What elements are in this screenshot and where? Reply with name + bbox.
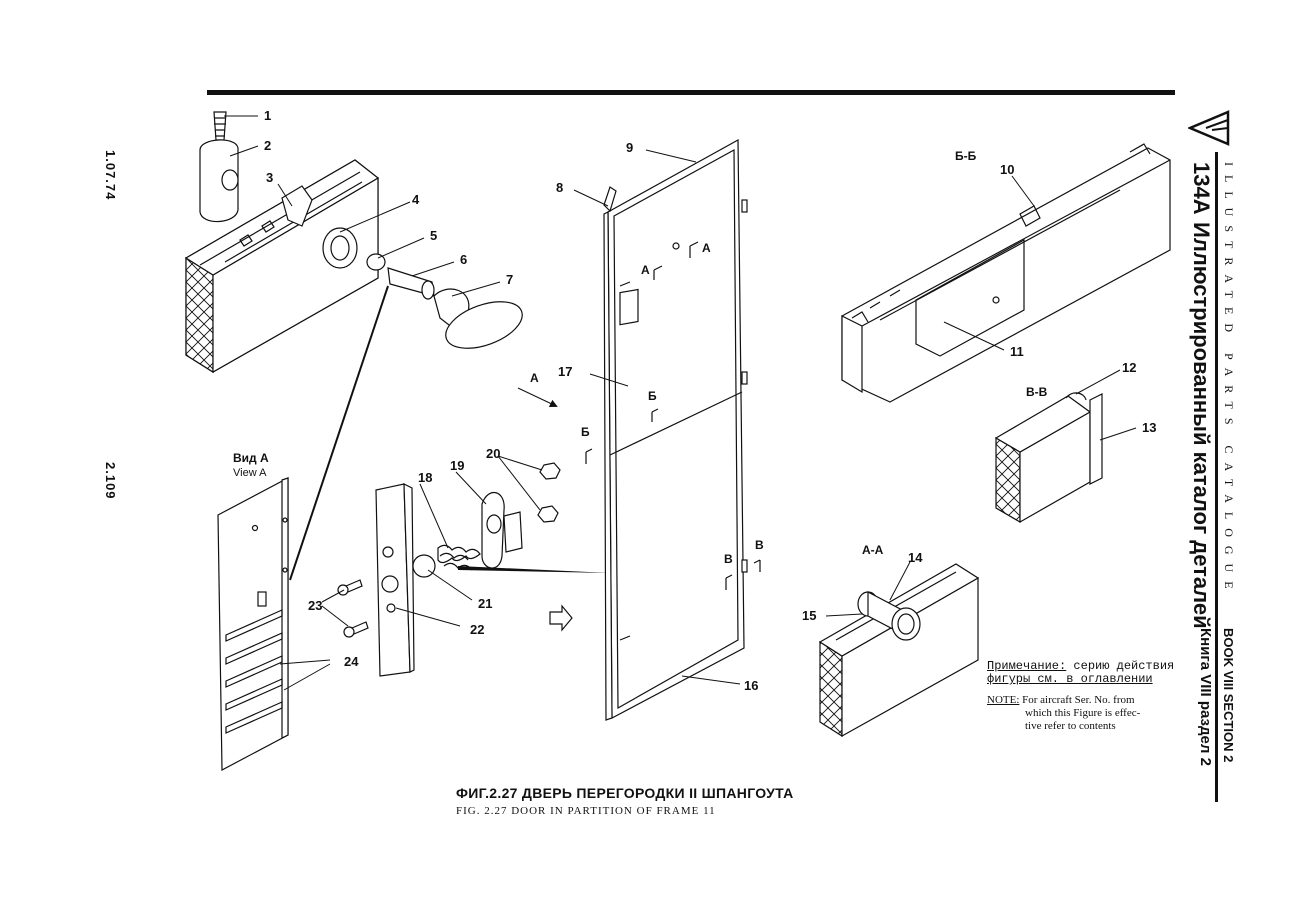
callout-21: 14 bbox=[908, 550, 923, 565]
callout-leaders bbox=[224, 115, 1137, 691]
screws-part-2 bbox=[337, 579, 369, 638]
callout-12: 5 bbox=[430, 228, 437, 243]
door-panel bbox=[603, 138, 748, 721]
callout-10: 3 bbox=[266, 170, 273, 185]
callout-1: 24 bbox=[344, 654, 359, 669]
callout-11: 4 bbox=[412, 192, 420, 207]
mark-a-arrow: А bbox=[530, 371, 539, 385]
mark-b-right: Б bbox=[648, 389, 657, 403]
callout-7: 20 bbox=[486, 446, 500, 461]
section-cut-marks bbox=[585, 241, 761, 590]
callout-8: 1 bbox=[264, 108, 271, 123]
figure-caption-en: FIG. 2.27 DOOR IN PARTITION OF FRAME 11 bbox=[456, 805, 716, 817]
callout-22: 15 bbox=[802, 608, 816, 623]
section-aa-label: А-А bbox=[862, 543, 884, 557]
callout-17: 10 bbox=[1000, 162, 1014, 177]
mark-a-left: А bbox=[641, 263, 650, 277]
manufacturer-logo-icon bbox=[1188, 110, 1230, 146]
callout-5: 18 bbox=[418, 470, 432, 485]
section-vv-frame bbox=[994, 392, 1103, 524]
view-a-label-en: View A bbox=[233, 467, 267, 479]
knob-part-14 bbox=[433, 288, 523, 349]
bushing-part-9 bbox=[199, 139, 239, 223]
callout-16: 9 bbox=[626, 140, 633, 155]
view-a-leader bbox=[289, 285, 389, 581]
binding-strip: 134A Иллюстрированный каталог деталей IL… bbox=[1180, 100, 1240, 802]
callout-6: 19 bbox=[450, 458, 464, 473]
note-russian: Примечание: серию действия фигуры см. в … bbox=[987, 660, 1174, 686]
callout-19: 12 bbox=[1122, 360, 1136, 375]
figure-caption-ru: ФИГ.2.27 ДВЕРЬ ПЕРЕГОРОДКИ II ШПАНГОУТА bbox=[456, 785, 794, 801]
callout-3: 22 bbox=[470, 622, 484, 637]
view-a-label-ru: Вид А bbox=[233, 451, 269, 465]
mark-v-left: В bbox=[724, 552, 733, 566]
view-a-direction-arrow bbox=[517, 387, 558, 408]
callout-13: 6 bbox=[460, 252, 467, 267]
callout-20: 13 bbox=[1142, 420, 1156, 435]
callout-24: 17 bbox=[558, 364, 572, 379]
bracket-part-10 bbox=[281, 185, 313, 227]
view-labels: Вид А View A Б-Б В-В А-А А А А Б Б В В bbox=[233, 149, 1048, 566]
callout-18: 11 bbox=[1010, 344, 1024, 359]
mark-a-right: А bbox=[702, 241, 711, 255]
bushing-part-12 bbox=[366, 253, 386, 271]
latch-part-6 bbox=[481, 492, 523, 569]
ball-part-4 bbox=[412, 554, 436, 578]
section-vv-label: В-В bbox=[1026, 385, 1048, 399]
nuts-part-7 bbox=[537, 462, 561, 523]
callout-14: 7 bbox=[506, 272, 513, 287]
note-ru-label: Примечание: bbox=[987, 659, 1067, 673]
view-a-plate bbox=[217, 477, 289, 771]
note-en-text-2: which this Figure is effec- bbox=[1025, 707, 1141, 719]
section-bb-label: Б-Б bbox=[955, 149, 977, 163]
note-en-text-3: tive refer to contents bbox=[1025, 720, 1116, 732]
latch-leader bbox=[458, 566, 610, 573]
note-en-label: NOTE: bbox=[987, 694, 1020, 706]
callout-9: 2 bbox=[264, 138, 271, 153]
strike-plate-part-3 bbox=[375, 483, 415, 677]
spindle-part-13 bbox=[387, 267, 435, 300]
outline-arrow-icon bbox=[549, 604, 573, 632]
note-ru-text-1: серию действия bbox=[1066, 659, 1175, 673]
mark-b-left: Б bbox=[581, 425, 590, 439]
callout-2: 23 bbox=[308, 598, 322, 613]
callout-numbers: 1 2 3 4 5 6 7 8 9 10 11 12 13 14 15 16 1… bbox=[264, 108, 1156, 693]
section-bb-frame bbox=[841, 143, 1171, 403]
note-ru-text-2: фигуры см. в оглавлении bbox=[987, 672, 1153, 686]
callout-15: 8 bbox=[556, 180, 563, 195]
callout-4: 21 bbox=[478, 596, 492, 611]
top-rule bbox=[207, 90, 1175, 95]
mark-v-right: В bbox=[755, 538, 764, 552]
callout-23: 16 bbox=[744, 678, 758, 693]
note-english: NOTE: For aircraft Ser. No. from which t… bbox=[987, 694, 1187, 733]
note-en-text-1: For aircraft Ser. No. from bbox=[1019, 694, 1135, 706]
escutcheon-part-11 bbox=[322, 227, 358, 269]
section-aa-frame bbox=[818, 563, 980, 738]
